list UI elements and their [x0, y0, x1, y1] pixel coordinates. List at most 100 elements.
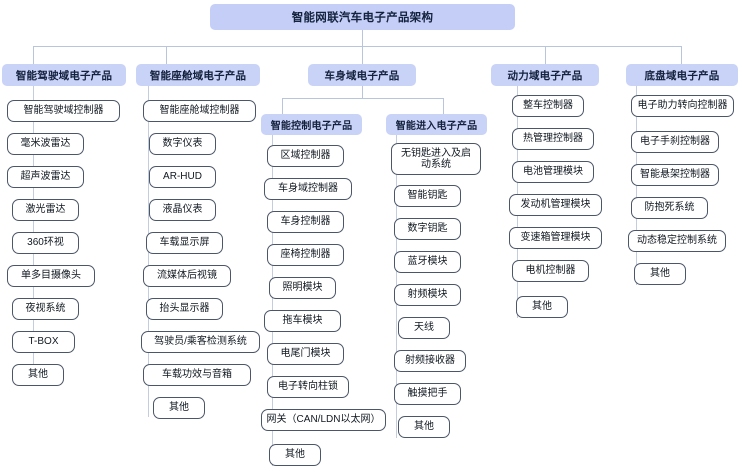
- connector-body-stem: [362, 86, 363, 98]
- item-cockpit-2-label: AR-HUD: [163, 171, 202, 183]
- connector-drop-adas: [33, 46, 34, 64]
- item-cockpit-1[interactable]: 数字仪表: [149, 133, 216, 155]
- connector-root-stem: [362, 30, 363, 46]
- item-chassis-4[interactable]: 动态稳定控制系统: [628, 230, 726, 252]
- item-body-control-7[interactable]: 电子转向柱锁: [267, 376, 349, 398]
- item-adas-5[interactable]: 单多目摄像头: [7, 265, 95, 287]
- item-powertrain-2[interactable]: 电池管理模块: [512, 161, 594, 183]
- item-adas-4[interactable]: 360环视: [12, 232, 79, 254]
- item-chassis-5[interactable]: 其他: [634, 263, 686, 285]
- item-cockpit-3[interactable]: 液晶仪表: [149, 199, 216, 221]
- item-powertrain-5[interactable]: 电机控制器: [512, 260, 589, 282]
- item-adas-3[interactable]: 激光雷达: [12, 199, 79, 221]
- item-adas-6[interactable]: 夜视系统: [12, 298, 79, 320]
- item-chassis-0[interactable]: 电子助力转向控制器: [631, 95, 734, 117]
- item-adas-6-label: 夜视系统: [25, 303, 66, 315]
- item-powertrain-0-label: 整车控制器: [523, 100, 573, 112]
- item-cockpit-4-label: 车载显示屏: [159, 237, 210, 249]
- item-body-access-8-label: 其他: [414, 421, 434, 433]
- item-body-control-3[interactable]: 座椅控制器: [267, 244, 344, 266]
- item-body-access-8[interactable]: 其他: [398, 416, 450, 438]
- item-body-control-5[interactable]: 拖车模块: [264, 310, 341, 332]
- connector-body-bus: [282, 98, 443, 99]
- item-body-control-6[interactable]: 电尾门模块: [267, 343, 344, 365]
- item-chassis-1[interactable]: 电子手刹控制器: [631, 131, 719, 153]
- item-body-control-4[interactable]: 照明模块: [269, 277, 336, 299]
- item-cockpit-6[interactable]: 抬头显示器: [146, 298, 223, 320]
- item-powertrain-1-label: 热管理控制器: [523, 133, 583, 145]
- item-body-control-3-label: 座椅控制器: [280, 249, 331, 261]
- item-adas-3-label: 激光雷达: [25, 204, 66, 216]
- domain-header-body-control[interactable]: 智能控制电子产品: [261, 114, 362, 135]
- connector-level2-bus: [33, 46, 681, 47]
- item-adas-2-label: 超声波雷达: [20, 171, 71, 183]
- item-cockpit-7[interactable]: 驾驶员/乘客检测系统: [141, 331, 260, 353]
- item-body-access-4-label: 射频模块: [407, 289, 448, 301]
- item-powertrain-6-label: 其他: [532, 301, 552, 313]
- domain-header-powertrain[interactable]: 动力域电子产品: [491, 64, 599, 86]
- item-chassis-1-label: 电子手刹控制器: [640, 136, 710, 148]
- item-body-control-0[interactable]: 区域控制器: [267, 145, 344, 167]
- connector-drop-body-access: [443, 98, 444, 114]
- item-body-access-0-label: 无钥匙进入及启动系统: [401, 147, 471, 171]
- item-cockpit-2[interactable]: AR-HUD: [149, 166, 216, 188]
- item-body-access-4[interactable]: 射频模块: [394, 284, 461, 306]
- item-adas-8-label: 其他: [28, 369, 48, 381]
- item-chassis-4-label: 动态稳定控制系统: [637, 235, 717, 247]
- item-cockpit-9[interactable]: 其他: [153, 397, 205, 419]
- item-cockpit-8[interactable]: 车载功效与音箱: [143, 364, 251, 386]
- item-adas-1[interactable]: 毫米波雷达: [7, 133, 84, 155]
- domain-header-body-access[interactable]: 智能进入电子产品: [386, 114, 487, 135]
- item-body-control-8[interactable]: 网关（CAN/LDN以太网）: [261, 409, 386, 431]
- item-powertrain-1[interactable]: 热管理控制器: [512, 128, 594, 150]
- item-body-access-3[interactable]: 蓝牙模块: [394, 251, 461, 273]
- item-body-access-5-label: 天线: [414, 322, 434, 334]
- item-adas-8[interactable]: 其他: [12, 364, 64, 386]
- item-adas-1-label: 毫米波雷达: [20, 138, 71, 150]
- item-body-access-1-label: 智能钥匙: [407, 190, 448, 202]
- connector-drop-chassis: [681, 46, 682, 64]
- item-cockpit-9-label: 其他: [169, 402, 189, 414]
- item-powertrain-0[interactable]: 整车控制器: [512, 95, 584, 117]
- item-powertrain-3-label: 发动机管理模块: [520, 199, 591, 211]
- item-body-control-7-label: 电子转向柱锁: [278, 381, 338, 393]
- item-body-access-6[interactable]: 射频接收器: [394, 350, 466, 372]
- item-powertrain-4[interactable]: 变速箱管理模块: [509, 227, 602, 249]
- item-body-control-2-label: 车身控制器: [280, 216, 331, 228]
- item-chassis-2-label: 智能悬架控制器: [640, 169, 710, 181]
- item-body-control-0-label: 区域控制器: [280, 150, 331, 162]
- domain-header-adas[interactable]: 智能驾驶域电子产品: [2, 64, 126, 86]
- item-body-access-7[interactable]: 触摸把手: [394, 383, 461, 405]
- item-adas-7[interactable]: T-BOX: [12, 331, 75, 353]
- item-cockpit-5[interactable]: 流媒体后视镜: [143, 265, 231, 287]
- item-body-control-2[interactable]: 车身控制器: [267, 211, 344, 233]
- domain-header-cockpit-label: 智能座舱域电子产品: [149, 69, 247, 82]
- item-adas-2[interactable]: 超声波雷达: [7, 166, 84, 188]
- domain-header-adas-label: 智能驾驶域电子产品: [15, 69, 113, 82]
- item-powertrain-4-label: 变速箱管理模块: [520, 232, 591, 244]
- item-body-access-0[interactable]: 无钥匙进入及启动系统: [391, 143, 481, 175]
- item-powertrain-3[interactable]: 发动机管理模块: [509, 194, 602, 216]
- item-chassis-2[interactable]: 智能悬架控制器: [631, 164, 719, 186]
- item-body-control-9[interactable]: 其他: [269, 444, 321, 466]
- item-cockpit-5-label: 流媒体后视镜: [157, 270, 217, 282]
- item-chassis-3[interactable]: 防抱死系统: [631, 197, 708, 219]
- domain-header-chassis[interactable]: 底盘域电子产品: [626, 64, 738, 86]
- item-cockpit-0[interactable]: 智能座舱域控制器: [143, 100, 256, 122]
- item-chassis-3-label: 防抱死系统: [644, 202, 695, 214]
- domain-header-body-control-label: 智能控制电子产品: [270, 121, 353, 132]
- item-adas-0[interactable]: 智能驾驶域控制器: [7, 100, 120, 122]
- domain-header-body[interactable]: 车身域电子产品: [308, 64, 416, 86]
- domain-header-cockpit[interactable]: 智能座舱域电子产品: [136, 64, 260, 86]
- item-adas-7-label: T-BOX: [28, 336, 59, 348]
- item-body-control-1[interactable]: 车身域控制器: [264, 178, 352, 200]
- item-body-access-1[interactable]: 智能钥匙: [394, 185, 461, 207]
- item-powertrain-6[interactable]: 其他: [516, 296, 568, 318]
- item-adas-4-label: 360环视: [27, 237, 64, 249]
- item-cockpit-4[interactable]: 车载显示屏: [146, 232, 223, 254]
- item-body-access-2[interactable]: 数字钥匙: [394, 218, 461, 240]
- connector-drop-powertrain: [545, 46, 546, 64]
- item-body-access-5[interactable]: 天线: [398, 317, 450, 339]
- connector-drop-body-control: [282, 98, 283, 114]
